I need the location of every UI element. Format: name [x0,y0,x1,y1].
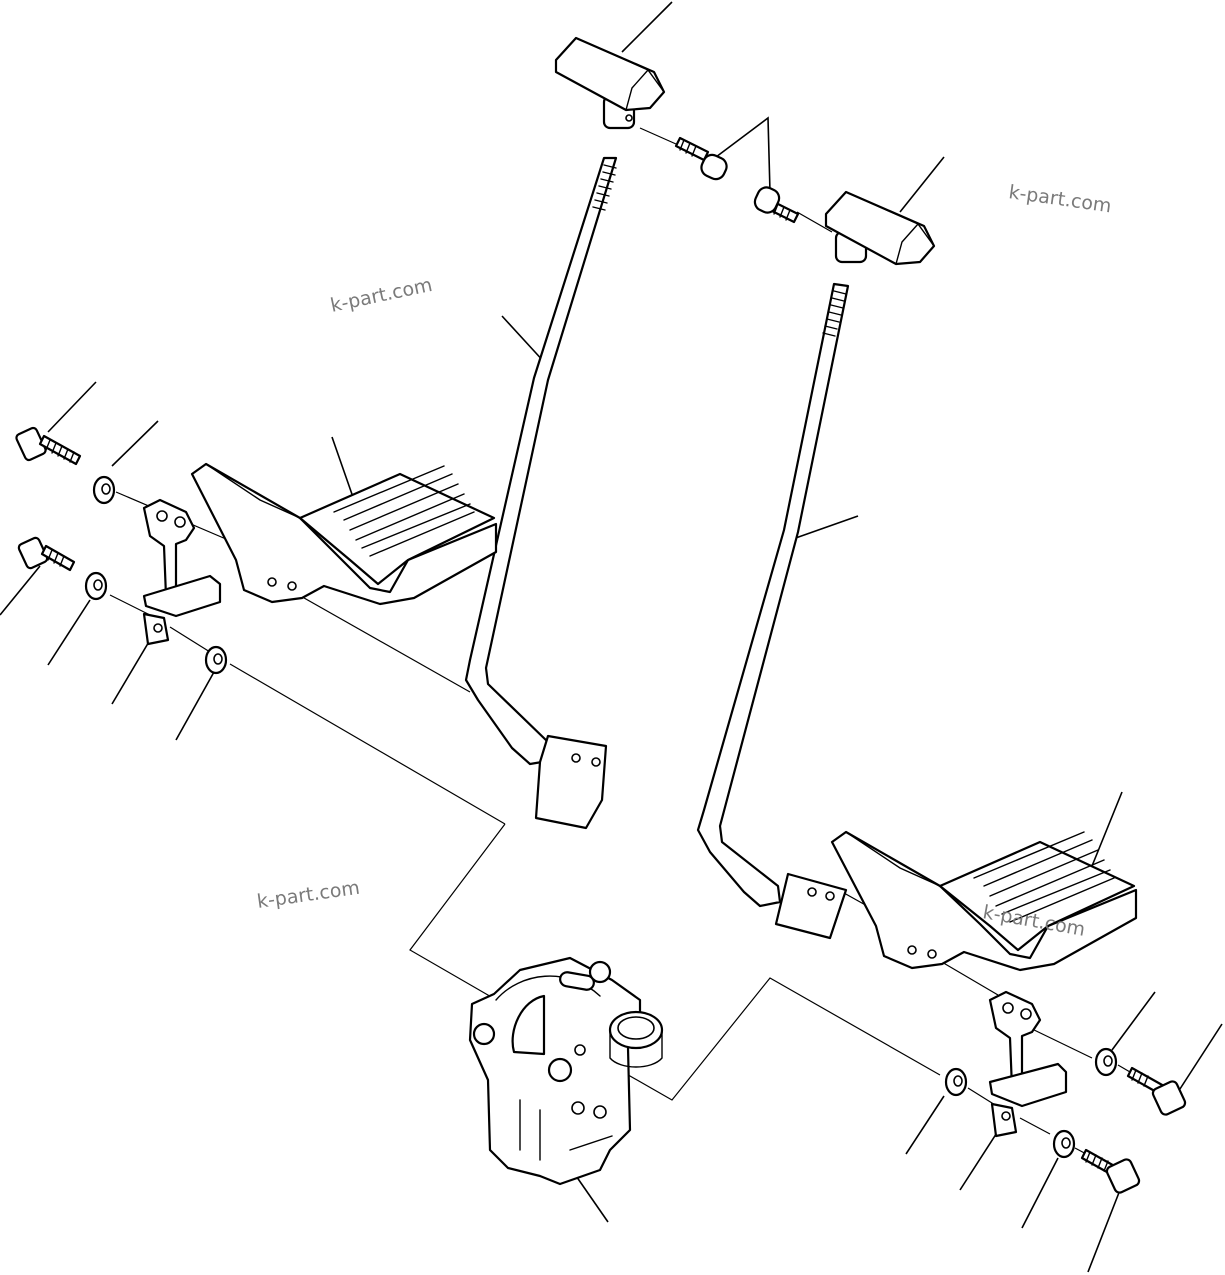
left-bolts [15,426,82,572]
watermark-top-right: k-part.com [1007,181,1113,217]
right-upper-bolt [1126,1066,1187,1116]
right-knob [824,190,936,266]
left-washers [84,475,228,675]
left-upper-bolt [15,426,82,466]
right-rod [696,282,850,940]
watermark-lower-left: k-part.com [256,877,362,913]
right-pedal [830,830,1138,972]
left-cap-screw [674,136,728,181]
watermark-mid-left: k-part.com [328,274,434,317]
left-rod [464,156,618,830]
left-bracket [142,498,222,646]
left-pedal [190,462,498,606]
left-lower-bolt [17,536,76,572]
left-pedal-grip-ridges [333,465,475,557]
right-lower-bolt [1080,1148,1141,1194]
right-bracket [988,990,1068,1138]
right-washers [944,1047,1118,1159]
valve-body [468,956,664,1186]
right-bolts [1080,1066,1187,1194]
right-cap-screw [753,186,800,224]
right-pedal-grip-ridges [973,831,1115,923]
left-knob [554,36,666,130]
